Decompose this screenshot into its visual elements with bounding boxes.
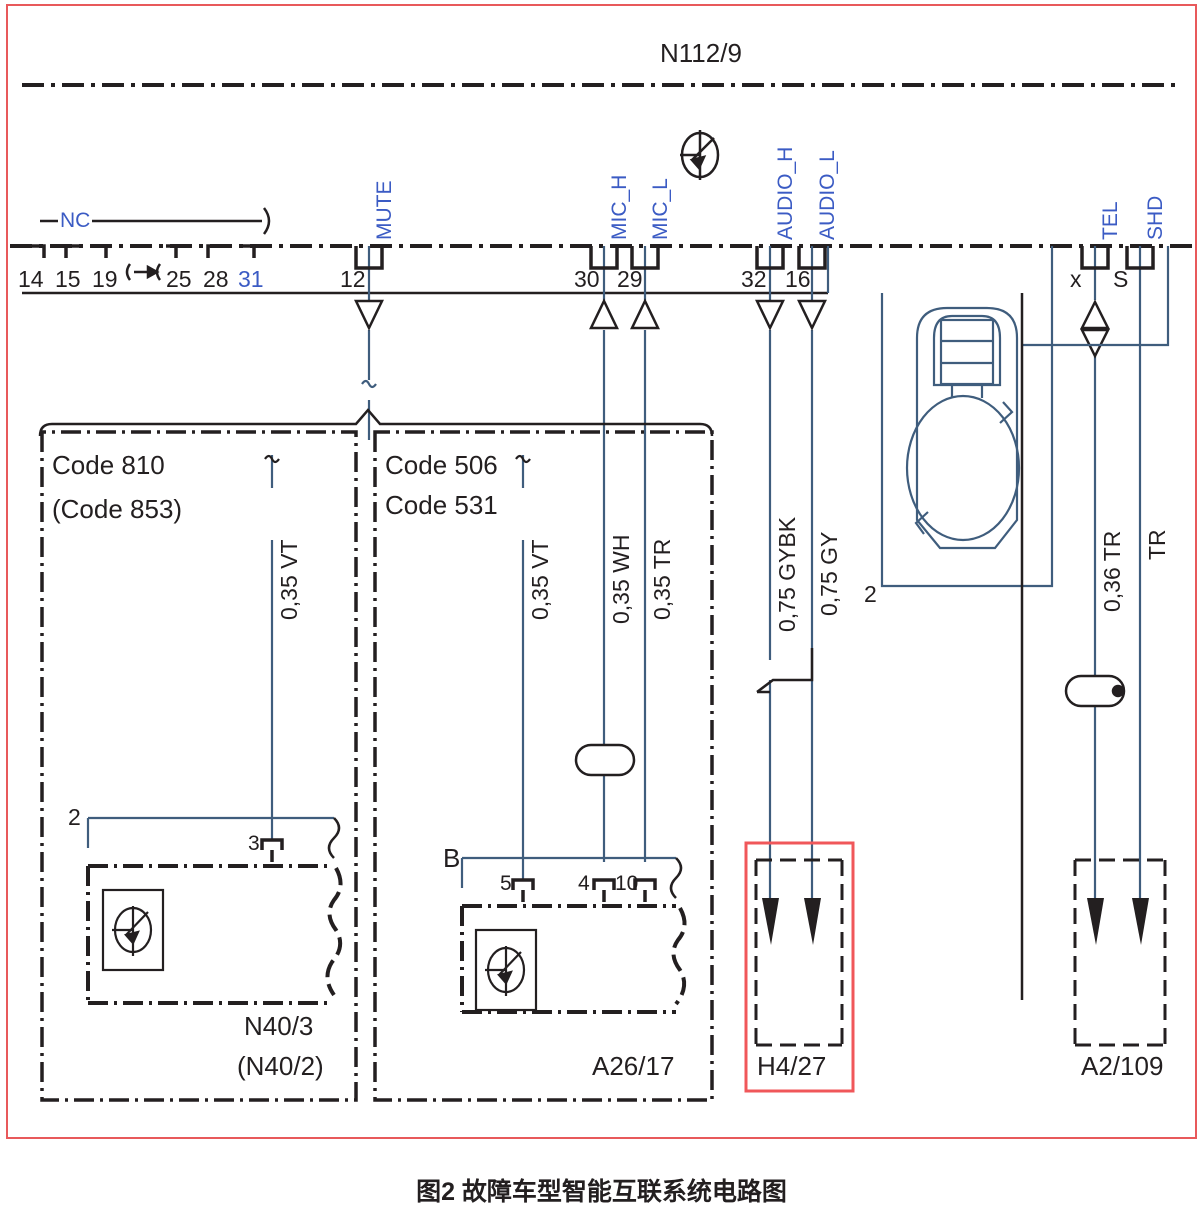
pin-number-19: 19 xyxy=(92,266,118,292)
signal-label-shd: SHD xyxy=(1144,195,1167,240)
pin-number-12: 12 xyxy=(340,266,366,292)
group-code-853: (Code 853) xyxy=(52,494,183,524)
mic-h-arrow-up xyxy=(589,298,619,330)
a26-transistor-symbol xyxy=(474,928,538,1012)
n40-box xyxy=(86,864,343,1005)
group-box-code-506 xyxy=(373,430,714,1102)
a2-terminal-arrows xyxy=(1087,898,1149,945)
n40-connector-number: 2 xyxy=(68,804,81,830)
wire-label-mic-l-tr: 0,35 TR xyxy=(649,538,675,620)
a26-pin-4: 4 xyxy=(578,872,590,895)
signal-label-mic-l: MIC_L xyxy=(649,178,672,240)
n40-connector-outline xyxy=(86,816,334,848)
mic-l-pin-bracket xyxy=(630,246,660,270)
signal-label-audio-h: AUDIO_H xyxy=(774,146,797,240)
mute-wire-wave xyxy=(361,379,377,389)
tel-shield-capsule xyxy=(1064,674,1126,708)
h4-terminal-arrows xyxy=(762,898,821,945)
signal-label-tel: TEL xyxy=(1099,201,1122,240)
pin-number-32: 32 xyxy=(741,266,767,292)
n40-transistor-symbol xyxy=(101,888,165,972)
wire-label-mic-h-wh: 0,35 WH xyxy=(608,534,634,624)
mic-h-pin-bracket xyxy=(589,246,619,270)
signal-line-shd xyxy=(1022,246,1170,900)
handset-symbol xyxy=(905,306,1021,550)
pin-number-16: 16 xyxy=(785,266,811,292)
nc-label: NC xyxy=(60,209,91,232)
component-name-a2-109: A2/109 xyxy=(1081,1051,1164,1081)
audio-l-pin-bracket xyxy=(797,246,827,270)
audio-crossover-jumper xyxy=(756,648,814,694)
pin-number-29: 29 xyxy=(617,266,643,292)
pin-number-28: 28 xyxy=(203,266,229,292)
wire-label-vt-mid: 0,35 VT xyxy=(527,539,553,620)
audio-h-pin-bracket xyxy=(755,246,785,270)
tel-pin-bracket xyxy=(1080,246,1110,270)
audio-h-arrow-down xyxy=(755,299,785,331)
page-border-frame xyxy=(6,4,1197,1139)
signal-label-audio-l: AUDIO_L xyxy=(816,150,839,240)
a26-pin-10: 10 xyxy=(615,872,639,895)
n40-connector-zigzag xyxy=(327,817,341,859)
audio-l-arrow-down xyxy=(797,299,827,331)
group-box-code-810 xyxy=(40,430,358,1102)
tel-double-arrow xyxy=(1079,299,1111,359)
mute-arrow-down xyxy=(354,299,384,331)
a26-connector-letter: B xyxy=(443,843,461,873)
wire-break-symbol xyxy=(125,263,162,281)
a26-connector-outline xyxy=(460,856,676,888)
signal-line-audio-l xyxy=(810,246,830,900)
component-name-h4-27: H4/27 xyxy=(757,1051,827,1081)
left-connector-pin-brackets xyxy=(30,244,256,258)
a26-pin-4-bracket xyxy=(592,878,616,902)
antenna-module-frame xyxy=(880,246,1054,588)
group-810-bracket xyxy=(38,408,714,437)
group-code-810: Code 810 xyxy=(52,450,165,480)
nc-line xyxy=(40,207,271,235)
figure-caption: 图2 故障车型智能互联系统电路图 xyxy=(416,1178,787,1206)
wire-label-shd-tr: TR xyxy=(1144,529,1170,560)
a26-box xyxy=(460,904,687,1014)
group-code-506: Code 506 xyxy=(385,450,498,480)
pin-number-14: 14 xyxy=(18,266,44,292)
a26-pin-5: 5 xyxy=(500,872,512,895)
signal-label-mic-h: MIC_H xyxy=(608,174,631,240)
n40-pin-3: 3 xyxy=(248,832,260,855)
wire-035-vt-mid-wave xyxy=(515,454,531,464)
wire-035-vt-left-wave xyxy=(264,454,280,464)
component-name-n40-3: N40/3 xyxy=(244,1011,314,1041)
mic-h-shield-capsule xyxy=(574,743,636,777)
pin-number-31: 31 xyxy=(238,266,264,292)
a2-box xyxy=(1073,858,1167,1047)
a26-pin-5-bracket xyxy=(511,878,535,902)
transistor-symbol-top xyxy=(680,130,720,180)
n40-pin-3-bracket xyxy=(260,838,284,862)
component-name-a26-17: A26/17 xyxy=(592,1051,675,1081)
wire-label-mute-vt: 0,35 VT xyxy=(276,539,302,620)
pin-number-25: 25 xyxy=(166,266,192,292)
a26-pin-10-bracket xyxy=(633,878,657,902)
module-label-n112: N112/9 xyxy=(660,38,742,68)
signal-label-mute: MUTE xyxy=(373,180,396,241)
component-name-n40-2: (N40/2) xyxy=(237,1051,324,1081)
a26-connector-zigzag xyxy=(669,857,683,899)
shd-pin-bracket xyxy=(1125,246,1155,270)
h4-highlight-rect xyxy=(744,841,855,1093)
mic-l-arrow-up xyxy=(630,298,660,330)
wire-label-audio-l-gy: 0,75 GY xyxy=(816,531,842,616)
pin-number-30: 30 xyxy=(574,266,600,292)
pin-number-s: S xyxy=(1113,266,1129,292)
wire-label-tel-tr: 0,36 TR xyxy=(1099,530,1125,612)
wire-label-audio-h-gybk: 0,75 GYBK xyxy=(774,516,800,632)
pin-number-x: x xyxy=(1070,266,1082,292)
mute-pin-bracket xyxy=(354,246,384,270)
antenna-connector-number: 2 xyxy=(864,581,877,607)
pin-number-15: 15 xyxy=(55,266,81,292)
h4-box xyxy=(754,858,844,1047)
group-code-531: Code 531 xyxy=(385,490,498,520)
